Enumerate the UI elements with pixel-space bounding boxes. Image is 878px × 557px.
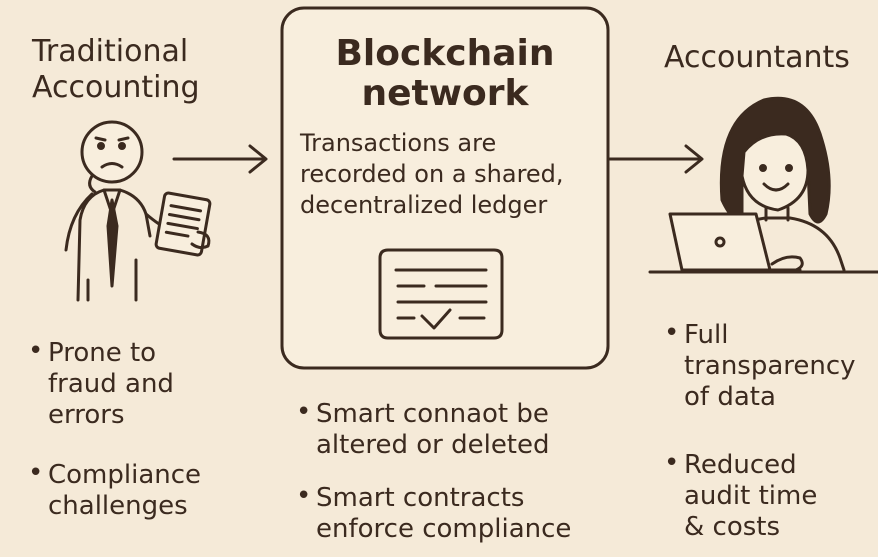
- center-bullet-smart-contracts: Smart contracts enforce compliance: [316, 483, 572, 544]
- ledger-document-check-icon: [378, 248, 504, 340]
- bullet-marker: •: [296, 481, 312, 511]
- right-bullet-reduced-audit: Reduced audit time & costs: [684, 450, 818, 542]
- left-bullet-compliance-challenges: Compliance challenges: [48, 460, 202, 521]
- right-bullet-transparency: Full transparency of data: [684, 320, 856, 412]
- blockchain-network-heading: Blockchain network: [335, 33, 555, 114]
- bullet-marker: •: [664, 318, 680, 348]
- bullet-marker: •: [664, 448, 680, 478]
- bullet-marker: •: [296, 397, 312, 427]
- traditional-accounting-heading: Traditional Accounting: [32, 34, 200, 105]
- blockchain-network-box: [280, 6, 610, 370]
- worried-accountant-with-clipboard-icon: [64, 120, 212, 302]
- smiling-accountant-with-laptop-icon: [648, 96, 878, 274]
- center-bullet-immutable: Smart connaot be altered or deleted: [316, 399, 550, 460]
- right-arrow-icon: [608, 144, 704, 174]
- left-bullet-fraud-errors: Prone to fraud and errors: [48, 338, 174, 430]
- accountants-heading: Accountants: [664, 40, 850, 75]
- blockchain-network-description: Transactions are recorded on a shared, d…: [300, 129, 564, 219]
- right-arrow-icon: [172, 144, 268, 174]
- bullet-marker: •: [28, 458, 44, 488]
- bullet-marker: •: [28, 336, 44, 366]
